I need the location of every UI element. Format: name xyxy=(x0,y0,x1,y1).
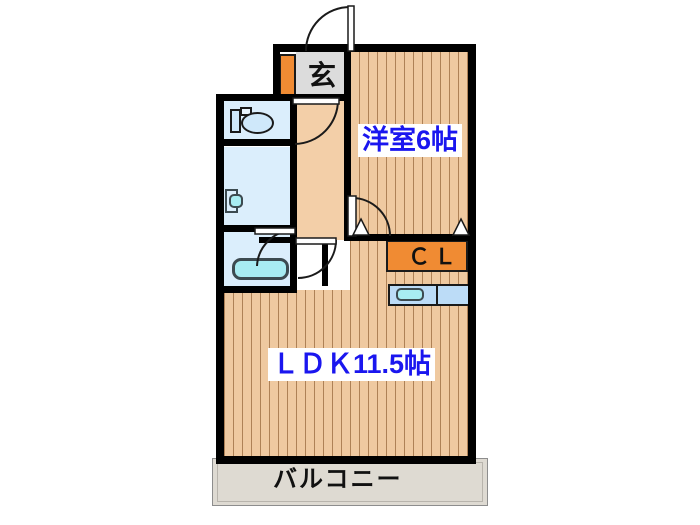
kitchen-counter-divider xyxy=(436,284,438,306)
toilet-tank xyxy=(230,109,241,133)
wall-toilet-washroom xyxy=(216,139,296,146)
ldk-door-swing xyxy=(295,237,337,279)
bedroom-door-swing xyxy=(347,195,391,237)
closet-door-marker-left xyxy=(351,217,371,236)
wall-left-ldk xyxy=(216,288,224,464)
closet-cl xyxy=(386,240,468,272)
hallway-floor xyxy=(296,96,350,240)
wall-wet-bottom xyxy=(216,286,297,293)
balcony-label: バルコニー xyxy=(273,466,403,493)
shoe-cabinet xyxy=(279,54,296,96)
wall-hall-stub xyxy=(322,240,328,286)
wall-right-exterior xyxy=(468,44,476,464)
bedroom-label: 洋室6帖 xyxy=(358,124,463,157)
ldk-label: ＬＤＫ11.5帖 xyxy=(268,348,436,381)
wash-basin-bowl xyxy=(229,194,243,208)
toilet-door-swing xyxy=(296,100,336,142)
closet-label: ＣＬ xyxy=(408,244,461,269)
entrance-door-swing xyxy=(305,5,355,52)
wall-left-wet xyxy=(216,94,224,292)
wall-hall-bottom xyxy=(259,237,297,243)
bathtub xyxy=(232,258,289,280)
kitchen-sink-basin xyxy=(396,288,424,301)
wall-entrance-left xyxy=(273,44,280,101)
wall-hall-bedroom xyxy=(344,44,351,240)
wall-top xyxy=(273,44,476,52)
hall-door-swing xyxy=(292,97,340,145)
wall-bedroom-bottom xyxy=(344,234,475,241)
washroom-floor xyxy=(224,147,296,227)
genkan-tile xyxy=(296,52,350,96)
wall-wet-right xyxy=(290,94,297,292)
bathroom-door-swing xyxy=(254,227,296,267)
closet-door-marker xyxy=(451,217,471,236)
toilet-bowl xyxy=(241,112,274,134)
wall-top-wet xyxy=(216,94,302,101)
wall-bottom xyxy=(216,456,476,464)
entrance-label: 玄 xyxy=(308,60,337,91)
